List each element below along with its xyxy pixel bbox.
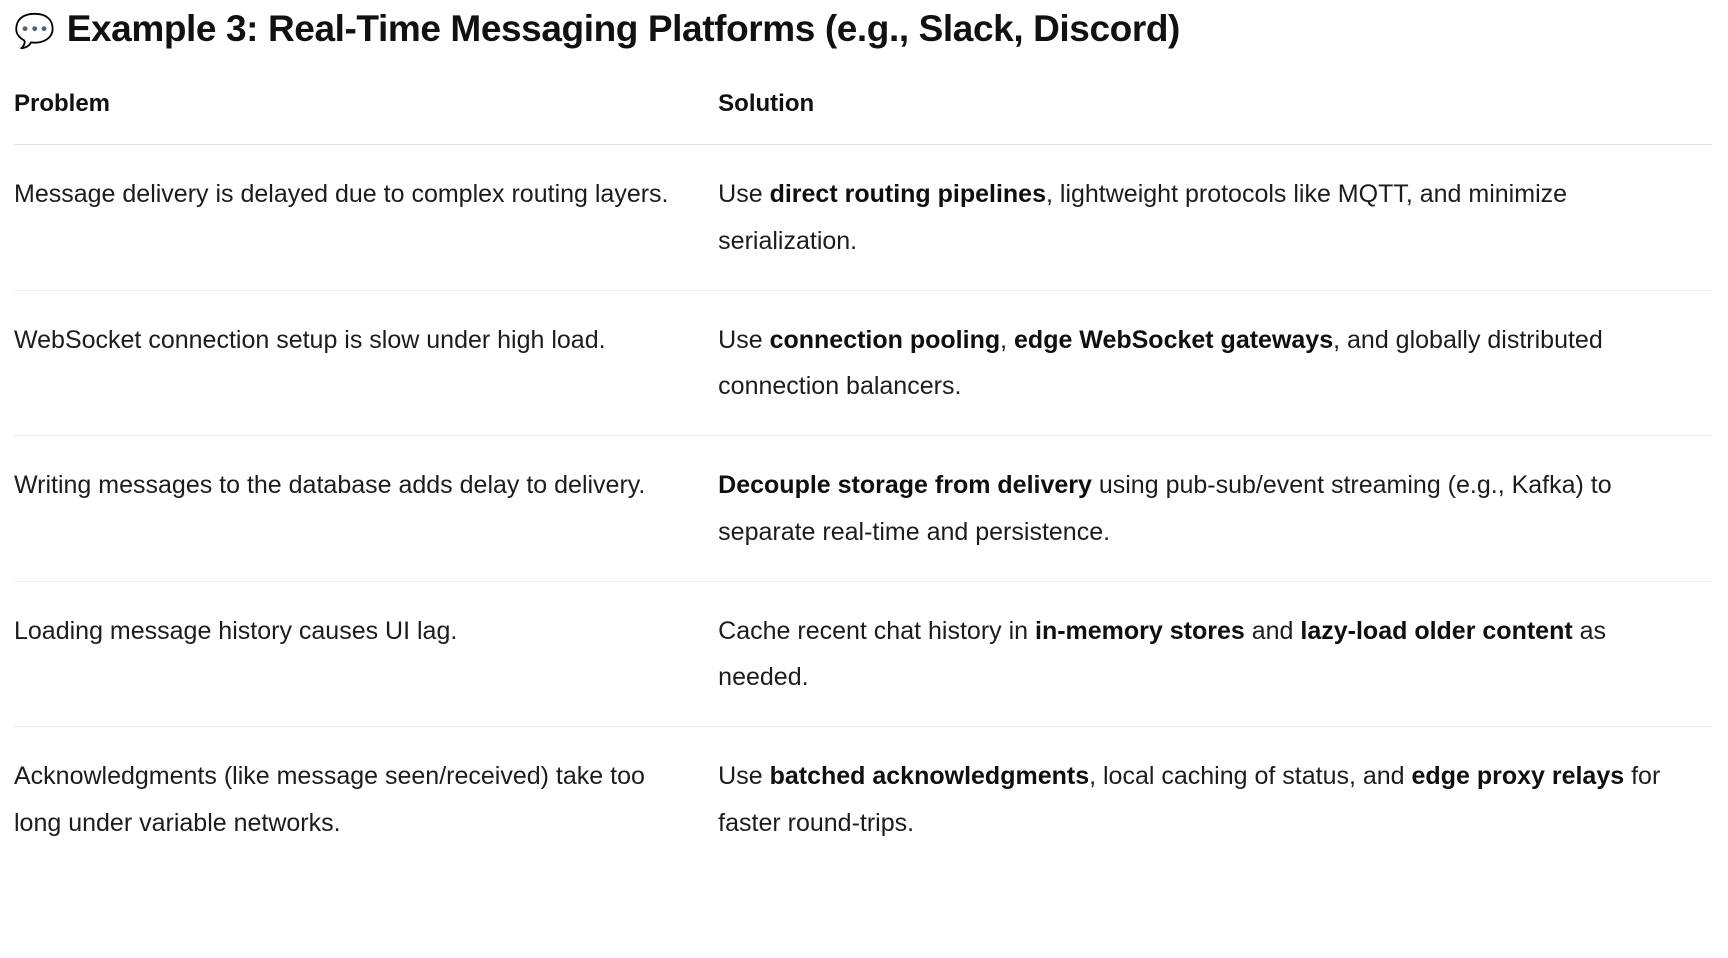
table-row: Message delivery is delayed due to compl… — [14, 144, 1712, 291]
table-row: Acknowledgments (like message seen/recei… — [14, 727, 1712, 872]
page-title-text: Example 3: Real-Time Messaging Platforms… — [66, 8, 1181, 49]
cell-problem: WebSocket connection setup is slow under… — [14, 290, 711, 437]
table-row: WebSocket connection setup is slow under… — [14, 290, 1712, 437]
table-row: Loading message history causes UI lag. C… — [14, 581, 1712, 728]
cell-problem: Loading message history causes UI lag. — [14, 581, 711, 728]
table-header-row: Problem Solution — [14, 90, 1712, 146]
cell-problem: Acknowledgments (like message seen/recei… — [14, 762, 645, 837]
cell-solution: Use connection pooling, edge WebSocket g… — [710, 290, 1712, 437]
problem-solution-table: Problem Solution Message delivery is del… — [14, 90, 1712, 872]
column-header-problem: Problem — [14, 90, 711, 146]
cell-solution: Decouple storage from delivery using pub… — [710, 435, 1712, 582]
cell-problem: Message delivery is delayed due to compl… — [14, 144, 711, 291]
column-header-solution: Solution — [710, 90, 1712, 146]
page-title: 💬 Example 3: Real-Time Messaging Platfor… — [14, 6, 1712, 52]
cell-solution: Use batched acknowledgments, local cachi… — [718, 762, 1661, 837]
speech-balloon-icon: 💬 — [14, 11, 55, 49]
document-page: 💬 Example 3: Real-Time Messaging Platfor… — [14, 6, 1712, 872]
cell-solution: Cache recent chat history in in-memory s… — [710, 581, 1712, 728]
table-body: Message delivery is delayed due to compl… — [14, 144, 1712, 872]
table-header: Problem Solution — [14, 90, 1712, 146]
cell-problem: Writing messages to the database adds de… — [14, 435, 711, 582]
table-row: Writing messages to the database adds de… — [14, 435, 1712, 582]
cell-solution: Use direct routing pipelines, lightweigh… — [710, 144, 1712, 291]
